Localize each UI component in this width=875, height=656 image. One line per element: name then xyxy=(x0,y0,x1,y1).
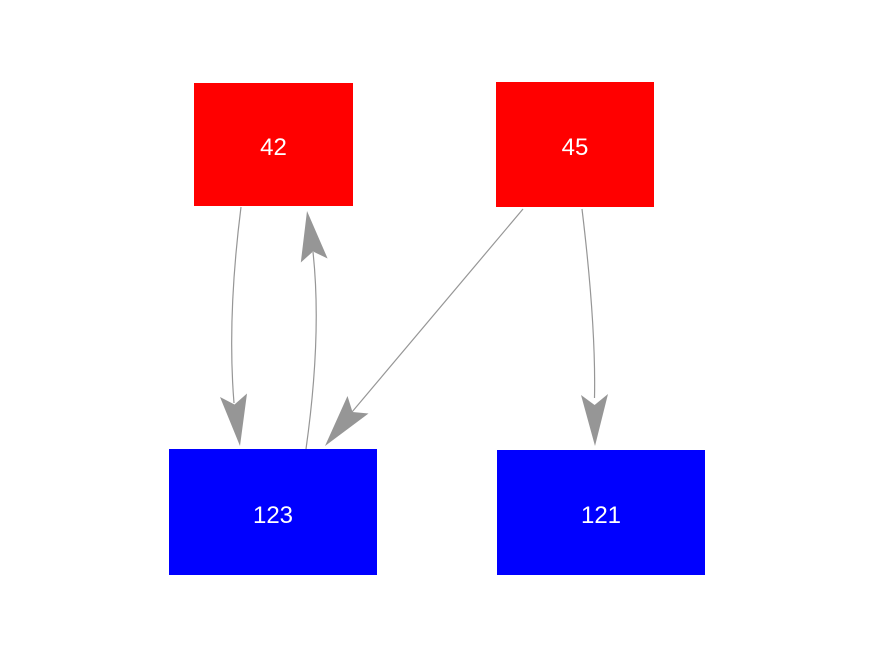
edge-line-45-to-121 xyxy=(581,208,596,399)
node-45: 45 xyxy=(496,82,654,207)
edge-45-to-121 xyxy=(581,208,608,446)
edge-line-42-to-123 xyxy=(231,206,242,404)
node-rect-123 xyxy=(169,449,377,575)
edge-45-to-123 xyxy=(325,208,524,446)
node-label-121: 121 xyxy=(581,502,621,529)
arrowhead-123-to-42 xyxy=(300,211,328,263)
node-label-45: 45 xyxy=(562,134,589,161)
node-label-123: 123 xyxy=(253,502,293,529)
edge-123-to-42 xyxy=(300,211,328,450)
node-42: 42 xyxy=(194,83,353,206)
node-label-42: 42 xyxy=(260,134,287,161)
arrowhead-45-to-121 xyxy=(581,394,608,446)
edge-42-to-123 xyxy=(220,206,247,446)
arrowhead-45-to-123 xyxy=(325,396,369,446)
edge-line-123-to-42 xyxy=(305,251,317,450)
node-rect-45 xyxy=(496,82,654,207)
node-121: 121 xyxy=(497,450,705,575)
arrowhead-42-to-123 xyxy=(220,393,247,446)
node-123: 123 xyxy=(169,449,377,575)
node-rect-121 xyxy=(497,450,705,575)
node-rect-42 xyxy=(194,83,353,206)
edge-line-45-to-123 xyxy=(351,208,524,413)
